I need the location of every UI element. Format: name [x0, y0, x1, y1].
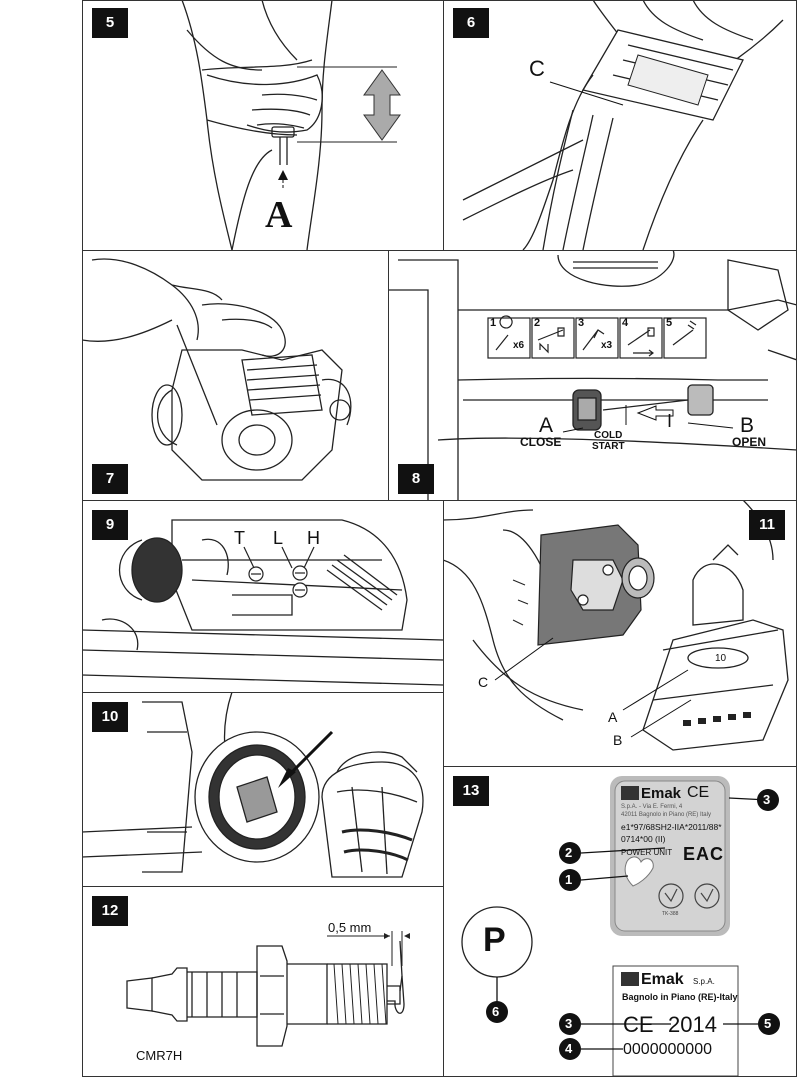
figure-number: 11 — [749, 510, 785, 540]
callout-3-plate: 3 — [763, 792, 771, 807]
callout-1: 1 — [565, 872, 573, 887]
plate-power-unit: POWER UNIT — [621, 848, 673, 857]
step-5-label: 5 — [666, 317, 673, 329]
label-spa: S.p.A. — [693, 977, 715, 986]
figure-6-illustration — [462, 0, 784, 250]
figure-13: Emak CE S.p.A. - Via E. Fermi, 4 42011 B… — [443, 766, 797, 1077]
open-label: OPEN — [732, 435, 767, 449]
figure-10-illustration — [82, 692, 424, 878]
figure-number: 6 — [453, 8, 489, 38]
step-1-label: 1 — [490, 317, 497, 329]
figure-number: 7 — [92, 464, 128, 494]
plate-approval-2: 0714*00 (II) — [621, 834, 666, 844]
label-l: L — [273, 528, 284, 548]
label-a: A — [265, 194, 293, 236]
label-year: 2014 — [668, 1012, 717, 1037]
gap-label: 0,5 mm — [328, 920, 372, 935]
plate-brand: Emak — [641, 785, 682, 802]
p-symbol: P — [483, 921, 506, 959]
label-address: Bagnolo in Piano (RE)-Italy — [622, 992, 738, 1002]
label-b: B — [740, 414, 755, 437]
figure-number: 12 — [92, 896, 128, 926]
figure-9-illustration — [82, 519, 443, 686]
step-4-label: 4 — [622, 317, 629, 329]
step-3-multiplier: x3 — [601, 340, 613, 351]
label-i: I — [667, 411, 673, 431]
callout-3-label: 3 — [565, 1016, 573, 1031]
callout-6: 6 — [492, 1004, 500, 1019]
figure-number: 8 — [398, 464, 434, 494]
plate-tk: TK-388 — [662, 911, 679, 917]
step-1-multiplier: x6 — [513, 340, 525, 351]
plate-company: S.p.A. - Via E. Fermi, 4 — [621, 804, 683, 810]
callout-2: 2 — [565, 845, 573, 860]
figure-9: T L H 9 — [82, 500, 443, 692]
figure-number: 13 — [453, 776, 489, 806]
label-ce: CE — [623, 1012, 654, 1037]
callout-5: 5 — [764, 1016, 772, 1031]
figure-12-illustration — [126, 931, 410, 1047]
label-a: A — [539, 414, 554, 437]
step-3-label: 3 — [578, 317, 585, 329]
figure-number: 10 — [92, 702, 128, 732]
figure-number: 9 — [92, 510, 128, 540]
plate-ce: CE — [687, 784, 710, 801]
figure-5: A 5 — [82, 0, 443, 250]
label-b: B — [613, 732, 623, 748]
cold-start-start: START — [592, 441, 625, 452]
label-h: H — [307, 528, 320, 548]
figure-8-illustration — [388, 250, 797, 500]
figure-10: 10 — [82, 692, 443, 886]
plate-approval: e1*97/68SH2-IIA*2011/88* — [621, 822, 722, 832]
spark-plug-model: CMR7H — [136, 1048, 183, 1063]
label-a: A — [608, 709, 618, 725]
figure-6: C 6 — [443, 0, 797, 250]
figure-number: 5 — [92, 8, 128, 38]
label-c: C — [478, 674, 489, 690]
label-serial: 0000000000 — [623, 1041, 712, 1058]
figure-11-illustration — [443, 500, 789, 751]
figure-5-illustration — [181, 0, 401, 250]
dial-label: 10 — [715, 653, 727, 664]
figure-8: 1 2 3 4 5 x6 x3 A CLOSE COLD START I B O… — [388, 250, 797, 500]
plate-address: 42011 Bagnolo in Piano (RE) Italy — [621, 812, 711, 818]
step-2-label: 2 — [534, 317, 541, 329]
cold-start-cold: COLD — [594, 430, 623, 441]
label-t: T — [234, 528, 245, 548]
figure-7-illustration — [82, 258, 352, 481]
label-brand: Emak — [641, 971, 684, 988]
figure-12: 0,5 mm CMR7H 12 — [82, 886, 443, 1077]
figure-11: 10 C A B 11 — [443, 500, 797, 766]
figure-13-illustration — [461, 776, 780, 1077]
callout-4: 4 — [565, 1041, 573, 1056]
figure-7: 7 — [82, 250, 388, 500]
close-label: CLOSE — [520, 435, 562, 449]
label-c: C — [529, 56, 545, 81]
plate-eac: EAC — [683, 844, 725, 864]
